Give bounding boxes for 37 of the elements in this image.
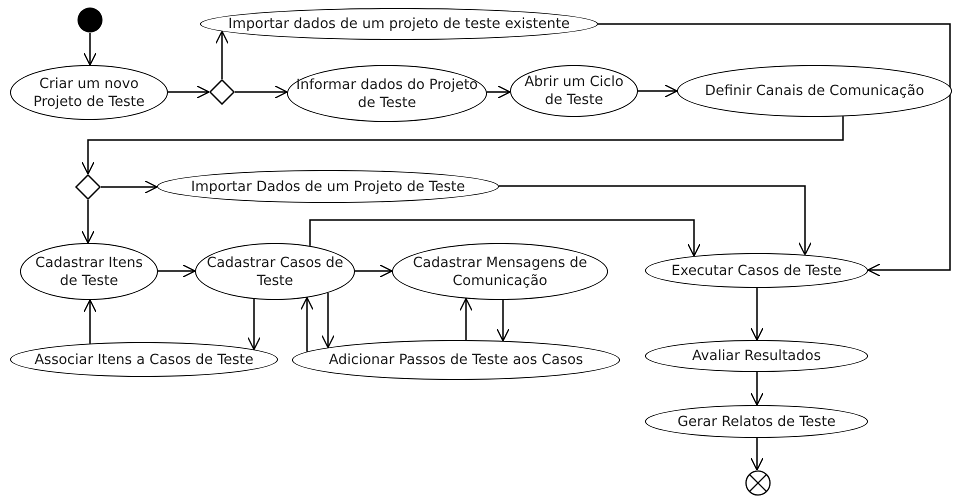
- arrow: [168, 85, 210, 99]
- arrow: [750, 372, 764, 406]
- arrow: [498, 185, 812, 256]
- activity-node: Cadastrar Itens de Teste: [20, 243, 158, 300]
- activity-node: Informar dados do Projeto de Teste: [287, 65, 487, 122]
- activity-node: Executar Casos de Teste: [645, 253, 868, 288]
- activity-node: Abrir um Ciclo de Teste: [510, 65, 638, 117]
- arrow: [598, 23, 951, 277]
- activity-node: Adicionar Passos de Teste aos Casos: [292, 340, 620, 380]
- activity-node: Criar um novo Projeto de Teste: [10, 65, 168, 120]
- arrow: [215, 30, 229, 79]
- arrow: [355, 264, 393, 278]
- arrow: [750, 438, 764, 471]
- arrow: [638, 84, 678, 98]
- arrow: [158, 264, 196, 278]
- arrow: [309, 219, 701, 257]
- activity-node: Gerar Relatos de Teste: [645, 405, 868, 438]
- arrow: [486, 85, 511, 99]
- arrow: [81, 116, 844, 175]
- arrow: [247, 299, 261, 350]
- activity-node: Associar Itens a Casos de Teste: [10, 342, 278, 377]
- arrow: [496, 300, 510, 342]
- arrow: [750, 288, 764, 341]
- arrow: [235, 85, 288, 99]
- activity-node: Avaliar Resultados: [645, 340, 868, 372]
- arrow: [81, 200, 95, 244]
- arrow: [83, 299, 97, 344]
- arrow: [83, 33, 97, 66]
- activity-node: Cadastrar Mensagens de Comunicação: [392, 243, 608, 300]
- arrow: [321, 292, 335, 348]
- activity-node: Importar Dados de um Projeto de Teste: [157, 170, 499, 203]
- activity-node: Definir Canais de Comunicação: [677, 65, 952, 117]
- arrow: [300, 296, 314, 352]
- arrow: [459, 298, 473, 340]
- activity-node: Importar dados de um projeto de teste existente: [200, 8, 598, 40]
- activity-node: Cadastrar Casos de Teste: [195, 243, 355, 300]
- arrow: [101, 180, 158, 194]
